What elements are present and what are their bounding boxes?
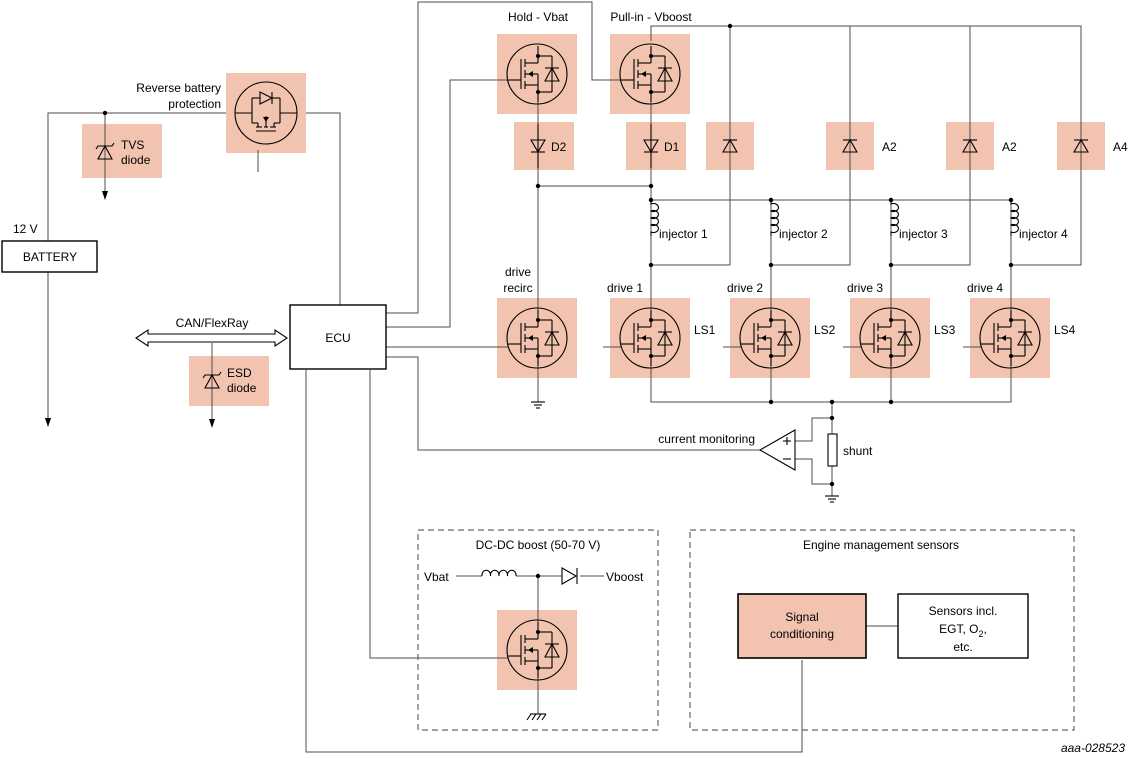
battery-box — [1, 240, 98, 273]
sensors-label-2-subscript: 2 — [978, 629, 983, 639]
inductor-icon — [889, 200, 899, 236]
reverse-battery-mosfet-icon — [234, 81, 298, 145]
ecu-box — [289, 304, 387, 370]
junction-dots — [102, 23, 1014, 579]
zener-diode-icon — [202, 371, 222, 389]
drive-recirc-label-1: drive — [505, 265, 531, 279]
diode-icon — [842, 138, 858, 153]
can-flexray-label: CAN/FlexRay — [176, 316, 249, 330]
labels: Hold - Vbat Pull-in - Vboost Reverse bat… — [13, 10, 1128, 755]
ls3-label: LS3 — [934, 323, 956, 337]
ems-title: Engine management sensors — [803, 538, 959, 552]
sensors-label-2-main: EGT, O — [939, 622, 978, 636]
diode-icon — [530, 124, 546, 168]
vbat-label: Vbat — [424, 570, 449, 584]
mosfet-icon — [506, 307, 568, 369]
sensors-label-3: etc. — [953, 640, 972, 654]
d2-label: D2 — [551, 140, 567, 154]
inductor-icon — [481, 569, 517, 577]
ground-icon — [825, 495, 839, 503]
double-arrow-icon — [135, 328, 288, 348]
injector2-label: injector 2 — [779, 227, 828, 241]
boost-diode-icon — [561, 567, 578, 585]
op-amp-icon — [758, 429, 796, 471]
mosfet-icon — [619, 43, 681, 105]
reverse-battery-label-2: protection — [168, 97, 221, 111]
ls1-label: LS1 — [694, 323, 716, 337]
inductor-icon — [649, 200, 659, 236]
component-pads — [82, 34, 1105, 690]
chassis-ground-icon — [526, 713, 547, 721]
sensors-box — [897, 593, 1029, 659]
drive2-label: drive 2 — [727, 281, 763, 295]
mosfet-icon — [739, 307, 801, 369]
pullin-vboost-label: Pull-in - Vboost — [610, 10, 692, 24]
ecu-label: ECU — [325, 331, 350, 345]
diode-icon — [643, 124, 659, 168]
mosfet-icon — [506, 619, 568, 681]
injector1-label: injector 1 — [659, 227, 708, 241]
engine-sensors-region — [689, 529, 1075, 731]
inductor-icon — [1009, 200, 1019, 236]
signal-conditioning-label-1: Signal — [785, 610, 818, 624]
diode-icon — [722, 138, 738, 153]
dcdc-title: DC-DC boost (50-70 V) — [476, 538, 601, 552]
a4-label: A4 — [1113, 140, 1128, 154]
vboost-label: Vboost — [606, 570, 644, 584]
esd-label-2: diode — [227, 381, 257, 395]
hold-vbat-label: Hold - Vbat — [508, 10, 569, 24]
figure-id: aaa-028523 — [1061, 741, 1125, 755]
drive1-label: drive 1 — [607, 281, 643, 295]
drive3-label: drive 3 — [847, 281, 883, 295]
arrow-down-icons — [45, 191, 215, 428]
mosfet-icon — [979, 307, 1041, 369]
tvs-label-1: TVS — [121, 138, 144, 152]
d1-label: D1 — [664, 140, 680, 154]
signal-conditioning-label-2: conditioning — [770, 627, 834, 641]
tvs-diode-icon — [95, 142, 115, 160]
sensors-label-1: Sensors incl. — [929, 604, 998, 618]
a2-label-1: A2 — [882, 140, 897, 154]
a2-label-2: A2 — [1002, 140, 1017, 154]
battery-label: BATTERY — [23, 250, 77, 264]
resistor-icon — [827, 433, 838, 467]
diode-icon — [1073, 138, 1089, 153]
mosfet-icon — [619, 307, 681, 369]
drive-recirc-label-2: recirc — [503, 281, 532, 295]
mosfet-icon — [859, 307, 921, 369]
reverse-battery-label-1: Reverse battery — [136, 81, 221, 95]
drive4-label: drive 4 — [967, 281, 1003, 295]
current-monitoring-label: current monitoring — [658, 432, 755, 446]
dcdc-boost-region — [417, 529, 659, 731]
signal-conditioning-box — [737, 593, 867, 659]
injector3-label: injector 3 — [899, 227, 948, 241]
battery-voltage-label: 12 V — [13, 222, 38, 236]
sensors-label-2-comma: , — [984, 622, 987, 636]
esd-label-1: ESD — [227, 366, 252, 380]
sensors-label-2: EGT, O2, — [939, 622, 987, 639]
injector4-label: injector 4 — [1019, 227, 1068, 241]
ls2-label: LS2 — [814, 323, 836, 337]
ls4-label: LS4 — [1054, 323, 1076, 337]
ground-icon — [531, 401, 545, 409]
diode-icon — [962, 138, 978, 153]
tvs-label-2: diode — [121, 153, 151, 167]
inductor-icon — [769, 200, 779, 236]
mosfet-icon — [506, 43, 568, 105]
shunt-label: shunt — [843, 444, 873, 458]
